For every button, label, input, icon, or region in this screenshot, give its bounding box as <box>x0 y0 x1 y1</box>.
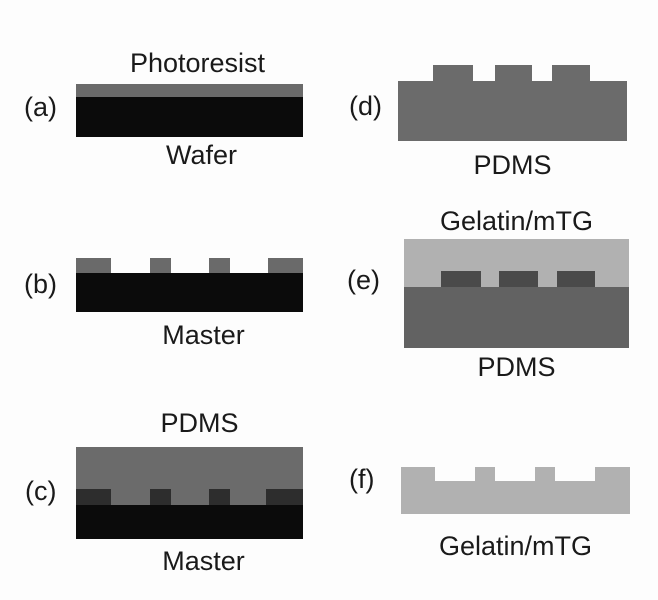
master-layer <box>76 505 303 539</box>
resist-bump <box>266 489 303 505</box>
gelatin-ridge <box>535 467 555 481</box>
gelatin-label: Gelatin/mTG <box>438 531 593 561</box>
resist-bump <box>76 258 111 273</box>
resist-bump <box>268 258 303 273</box>
panel-c: PDMS Master <box>76 408 303 578</box>
resist-bump <box>209 258 230 273</box>
gelatin-ridge <box>595 467 630 481</box>
wafer-layer <box>76 97 303 137</box>
panel-c-tag: (c) <box>25 476 57 506</box>
panel-d-tag: (d) <box>349 91 382 121</box>
gelatin-label: Gelatin/mTG <box>439 206 594 236</box>
master-layer <box>76 273 303 312</box>
photoresist-label: Photoresist <box>129 48 266 78</box>
panel-b-tag: (b) <box>24 269 57 299</box>
pdms-feature-bump <box>552 65 590 81</box>
resist-bump <box>150 489 171 505</box>
pdms-feature-bump <box>495 65 532 81</box>
pdms-layer <box>76 447 303 505</box>
pdms-feature-bump <box>441 271 481 287</box>
gelatin-ridge <box>401 467 435 481</box>
panel-a: Photoresist Wafer <box>76 46 303 176</box>
panel-b: Master <box>76 258 303 353</box>
panel-f-tag: (f) <box>349 464 375 494</box>
panel-a-tag: (a) <box>24 92 57 122</box>
pdms-feature-bump <box>499 271 538 287</box>
resist-bump <box>209 489 230 505</box>
pdms-layer <box>398 81 627 141</box>
pdms-feature-bump <box>557 271 595 287</box>
gelatin-layer <box>401 481 630 514</box>
panel-e: Gelatin/mTG PDMS <box>404 206 629 386</box>
master-label: Master <box>162 546 245 576</box>
pdms-label: PDMS <box>477 352 556 382</box>
resist-bump <box>76 489 111 505</box>
panel-e-tag: (e) <box>347 265 380 295</box>
gelatin-ridge <box>475 467 495 481</box>
wafer-label: Wafer <box>165 140 237 170</box>
panel-f: Gelatin/mTG <box>401 467 630 567</box>
photoresist-layer <box>76 84 303 97</box>
panel-d: PDMS <box>398 65 627 180</box>
pdms-label: PDMS <box>160 408 239 438</box>
pdms-layer <box>404 287 629 348</box>
pdms-feature-bump <box>433 65 473 81</box>
pdms-label: PDMS <box>473 150 552 180</box>
resist-bump <box>150 258 171 273</box>
master-label: Master <box>162 320 245 350</box>
